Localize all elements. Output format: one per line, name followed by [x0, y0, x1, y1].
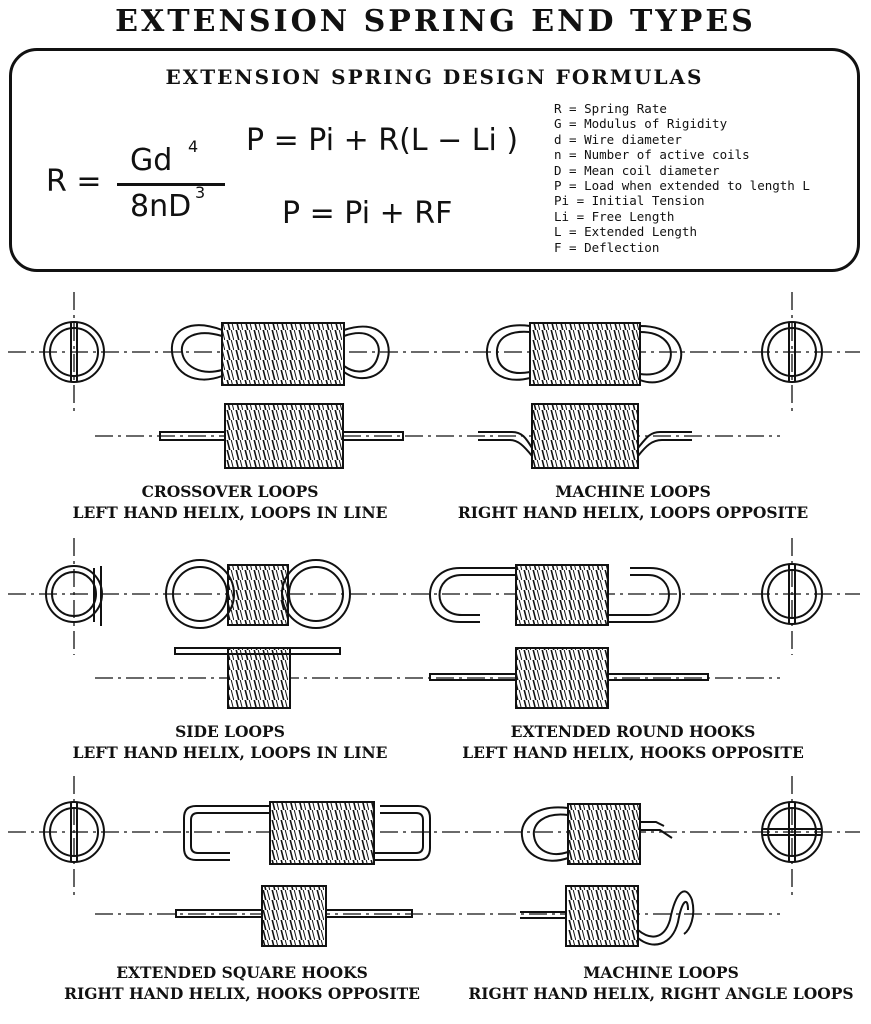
end-type-description: LEFT HAND HELIX, LOOPS IN LINE: [72, 743, 388, 762]
formula-box: EXTENSION SPRING DESIGN FORMULAS R = Gd …: [9, 48, 860, 272]
page-title: EXTENSION SPRING END TYPES: [115, 4, 756, 39]
spring-machine-loops-side: [478, 403, 692, 469]
caption-extended-square-hooks: EXTENDED SQUARE HOOKS RIGHT HAND HELIX, …: [52, 962, 432, 1004]
end-type-name: EXTENDED ROUND HOOKS: [510, 722, 756, 741]
end-type-description: LEFT HAND HELIX, HOOKS OPPOSITE: [462, 743, 804, 762]
legend-item: G = Modulus of Rigidity: [554, 116, 728, 132]
rate-numerator-exponent: 4: [188, 137, 199, 156]
legend-item: n = Number of active coils: [554, 147, 750, 163]
end-type-description: RIGHT HAND HELIX, LOOPS OPPOSITE: [457, 503, 809, 522]
rate-formula-denominator: 8nD: [130, 189, 192, 224]
end-type-name: SIDE LOOPS: [175, 722, 285, 741]
end-view-machine-loops-right-angle: [761, 801, 823, 863]
legend-item: D = Mean coil diameter: [554, 162, 720, 178]
caption-side-loops: SIDE LOOPS LEFT HAND HELIX, LOOPS IN LIN…: [60, 721, 400, 763]
caption-extended-round-hooks: EXTENDED ROUND HOOKS LEFT HAND HELIX, HO…: [450, 721, 816, 763]
legend-item: P = Load when extended to length L: [554, 178, 810, 194]
spring-extended-round-hooks-side: [429, 647, 709, 709]
end-type-description: LEFT HAND HELIX, LOOPS IN LINE: [72, 503, 388, 522]
spring-side-loops-side: [174, 647, 341, 709]
rate-denominator-exponent: 3: [195, 183, 206, 202]
end-type-description: RIGHT HAND HELIX, RIGHT ANGLE LOOPS: [468, 984, 854, 1003]
end-view-side-loops: [45, 565, 103, 626]
rate-formula-lhs: R =: [46, 164, 102, 199]
spring-crossover-loops-side: [159, 403, 404, 469]
symbol-legend: R = Spring Rate G = Modulus of Rigidity …: [554, 101, 810, 255]
end-type-name: MACHINE LOOPS: [583, 963, 739, 982]
end-type-name: MACHINE LOOPS: [555, 482, 711, 501]
spring-extended-round-hooks-front: [429, 564, 681, 626]
legend-item: F = Deflection: [554, 239, 660, 255]
end-view-extended-square-hooks: [43, 801, 105, 863]
legend-item: R = Spring Rate: [554, 101, 667, 116]
legend-item: Li = Free Length: [554, 208, 675, 224]
load-formula-deflection: P = Pi + RF: [282, 196, 453, 231]
spring-machine-loops-front: [485, 322, 683, 386]
caption-machine-loops: MACHINE LOOPS RIGHT HAND HELIX, LOOPS OP…: [450, 481, 816, 523]
end-view-machine-loops: [761, 321, 823, 383]
spring-machine-loops-right-angle-side: [520, 885, 695, 947]
rate-formula-numerator: Gd: [130, 143, 173, 178]
caption-machine-loops-right-angle: MACHINE LOOPS RIGHT HAND HELIX, RIGHT AN…: [458, 962, 864, 1004]
end-type-name: EXTENDED SQUARE HOOKS: [116, 963, 368, 982]
legend-item: d = Wire diameter: [554, 131, 682, 147]
end-view-crossover-loops: [43, 321, 105, 383]
end-view-extended-round-hooks: [761, 563, 823, 625]
caption-crossover-loops: CROSSOVER LOOPS LEFT HAND HELIX, LOOPS I…: [60, 481, 400, 523]
load-formula-length: P = Pi + R(L − Li ): [246, 123, 519, 158]
fraction-bar: [117, 183, 225, 186]
end-type-description: RIGHT HAND HELIX, HOOKS OPPOSITE: [64, 984, 420, 1003]
legend-item: L = Extended Length: [554, 224, 697, 240]
spring-crossover-loops-front: [170, 322, 390, 386]
spring-side-loops-front: [165, 559, 351, 629]
spring-machine-loops-right-angle-front: [520, 803, 673, 865]
end-type-name: CROSSOVER LOOPS: [141, 482, 319, 501]
spring-extended-square-hooks-front: [183, 801, 431, 865]
formula-box-title: EXTENSION SPRING DESIGN FORMULAS: [165, 65, 704, 89]
spring-extended-square-hooks-side: [175, 885, 413, 947]
legend-item: Pi = Initial Tension: [554, 193, 705, 209]
